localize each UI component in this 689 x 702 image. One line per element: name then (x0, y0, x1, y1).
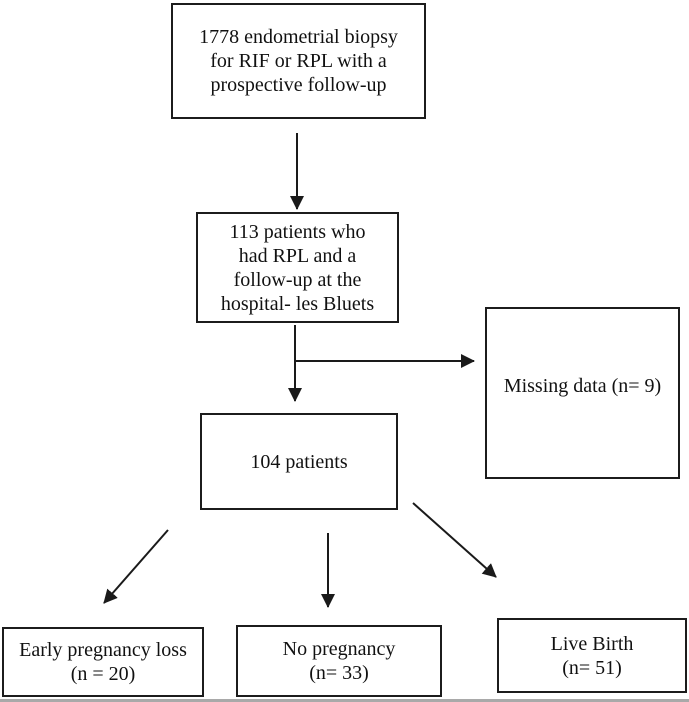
node-initial-biopsy: 1778 endometrial biopsy for RIF or RPL w… (171, 3, 426, 119)
node-rpl-patients: 113 patients who had RPL and a follow-up… (196, 212, 399, 323)
node-text-line: (n = 20) (70, 663, 136, 685)
node-live-birth: Live Birth (n= 51) (497, 618, 687, 693)
node-text-line: follow-up at the (233, 268, 362, 291)
node-text-line: Missing data (n= 9) (503, 375, 662, 397)
node-text-line: No pregnancy (282, 638, 396, 660)
node-text-line: had RPL and a (238, 244, 357, 267)
figure-bottom-rule (0, 699, 689, 702)
arrow-104-to-live-birth (412, 502, 497, 578)
arrow-104-to-early-loss (103, 529, 169, 604)
node-text-line: (n= 51) (562, 656, 622, 679)
node-104-patients: 104 patients (200, 413, 398, 510)
node-text-line: Live Birth (550, 632, 634, 655)
node-text-line: 104 patients (250, 450, 348, 473)
node-text-line: 113 patients who (229, 220, 366, 243)
node-no-pregnancy: No pregnancy (n= 33) (236, 625, 442, 697)
node-text-line: (n= 33) (309, 662, 369, 684)
node-text-line: Early pregnancy loss (19, 639, 187, 661)
node-text-line: for RIF or RPL with a (210, 50, 387, 72)
node-text-line: 1778 endometrial biopsy (199, 26, 398, 48)
node-early-pregnancy-loss: Early pregnancy loss (n = 20) (2, 627, 204, 697)
node-text-line: prospective follow-up (210, 74, 387, 96)
node-text-line: hospital- les Bluets (220, 292, 375, 315)
node-missing-data: Missing data (n= 9) (485, 307, 680, 479)
